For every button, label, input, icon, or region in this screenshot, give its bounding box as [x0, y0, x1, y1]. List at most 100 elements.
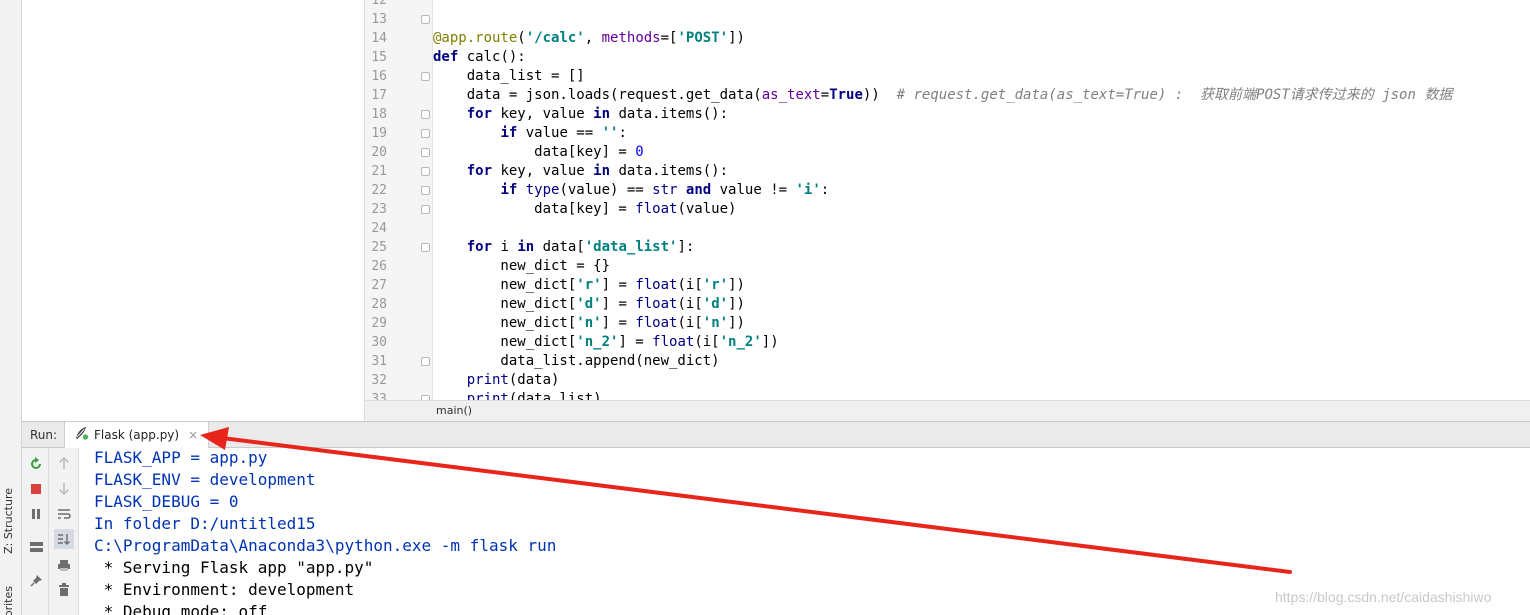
code-line[interactable]: for key, value in data.items():: [466, 163, 729, 179]
code-line[interactable]: new_dict['d'] = float(i['d']): [433, 296, 745, 312]
code-line[interactable]: data = json.loads(request.get_data(as_te…: [433, 87, 1453, 103]
fold-marker-icon[interactable]: [421, 243, 430, 252]
close-icon[interactable]: ×: [188, 428, 199, 442]
pause-button[interactable]: [26, 504, 46, 524]
console-line: * Debug mode: off: [94, 602, 268, 615]
line-number: 27: [371, 278, 387, 293]
line-number: 33: [371, 392, 387, 400]
line-number: 28: [371, 297, 387, 312]
fold-marker-icon[interactable]: [421, 110, 430, 119]
scroll-up-button[interactable]: [54, 453, 74, 473]
line-number: 22: [371, 183, 387, 198]
favorites-side-tab-label: orites: [2, 586, 15, 615]
scroll-to-end-button[interactable]: [54, 529, 74, 549]
line-number: 25: [371, 240, 387, 255]
console-line: FLASK_ENV = development: [94, 470, 316, 489]
line-number: 26: [371, 259, 387, 274]
structure-side-tab-label: Z: Structure: [2, 488, 15, 554]
breadcrumb[interactable]: main(): [365, 400, 1530, 421]
run-label: Run:: [30, 428, 58, 442]
fold-marker-icon[interactable]: [421, 148, 430, 157]
breadcrumb-function[interactable]: main(): [436, 404, 473, 417]
fold-marker-icon[interactable]: [421, 205, 430, 214]
scroll-down-button[interactable]: [54, 478, 74, 498]
run-panel-header: Run: Flask (app.py) ×: [22, 421, 1530, 448]
stop-icon: [31, 484, 41, 494]
stop-button[interactable]: [26, 479, 46, 499]
line-number: 15: [371, 50, 387, 65]
run-tab-flask[interactable]: Flask (app.py) ×: [64, 422, 210, 448]
line-number: 14: [371, 31, 387, 46]
code-line[interactable]: new_dict = {}: [433, 258, 611, 274]
pause-icon: [32, 509, 40, 519]
structure-side-tab[interactable]: Z: Structure: [2, 488, 20, 554]
line-number: 13: [371, 12, 387, 27]
console-line: * Serving Flask app "app.py": [94, 558, 374, 577]
line-number: 30: [371, 335, 387, 350]
line-number: 23: [371, 202, 387, 217]
code-line[interactable]: if value == '':: [500, 125, 627, 141]
run-toolbar-secondary: [49, 448, 79, 615]
code-line[interactable]: def calc():: [433, 49, 526, 65]
code-line[interactable]: data_list.append(new_dict): [433, 353, 720, 369]
line-number: 31: [371, 354, 387, 369]
code-line[interactable]: new_dict['n'] = float(i['n']): [433, 315, 745, 331]
line-number: 20: [371, 145, 387, 160]
arrow-down-icon: [58, 482, 70, 495]
layout-button[interactable]: [26, 537, 46, 557]
run-toolbar-primary: [22, 448, 49, 615]
soft-wrap-button[interactable]: [54, 504, 74, 524]
fold-marker-icon[interactable]: [421, 186, 430, 195]
code-line[interactable]: print(data_list): [466, 391, 602, 400]
pin-tab-button[interactable]: [26, 570, 46, 590]
console-line: * Environment: development: [94, 580, 355, 599]
code-area[interactable]: @app.route('/calc', methods=['POST']) def…: [433, 0, 1530, 400]
code-line[interactable]: if type(value) == str and value != 'i':: [500, 182, 830, 198]
code-line[interactable]: data[key] = float(value): [433, 201, 737, 217]
console-line: In folder D:/untitled15: [94, 514, 316, 533]
line-number: 29: [371, 316, 387, 331]
line-number: 19: [371, 126, 387, 141]
fold-marker-icon[interactable]: [421, 129, 430, 138]
rerun-button[interactable]: [26, 454, 46, 474]
line-number: 16: [371, 69, 387, 84]
fold-marker-icon[interactable]: [421, 395, 430, 400]
line-number: 17: [371, 88, 387, 103]
fold-marker-icon[interactable]: [421, 15, 430, 24]
rerun-icon: [31, 457, 41, 469]
favorites-side-tab[interactable]: orites: [2, 586, 20, 615]
project-panel: [22, 0, 365, 421]
code-line[interactable]: new_dict['r'] = float(i['r']): [433, 277, 745, 293]
pin-icon: [29, 574, 42, 587]
print-icon: [58, 559, 70, 571]
watermark: https://blog.csdn.net/caidashishiwo: [1275, 589, 1492, 605]
scroll-to-end-icon: [58, 533, 70, 545]
line-number: 21: [371, 164, 387, 179]
arrow-up-icon: [58, 456, 70, 469]
flask-run-icon: [73, 425, 89, 445]
left-tool-strip: Z: Structure orites: [0, 0, 22, 615]
run-tab-label: Flask (app.py): [94, 428, 180, 442]
clear-all-button[interactable]: [54, 580, 74, 600]
line-number: 18: [371, 107, 387, 122]
line-number: 32: [371, 373, 387, 388]
code-line[interactable]: data[key] = 0: [433, 144, 644, 160]
fold-marker-icon[interactable]: [421, 72, 430, 81]
fold-marker-icon[interactable]: [421, 357, 430, 366]
console-line: FLASK_APP = app.py: [94, 448, 268, 467]
line-number: 24: [371, 221, 387, 236]
print-button[interactable]: [54, 555, 74, 575]
line-number: 12: [371, 0, 387, 8]
code-line[interactable]: data_list = []: [433, 68, 585, 84]
line-number-gutter: 12 13 14 15 16 17 18 19 20 21 22 23 24 25 26 27 28 29 30 31…: [365, 0, 433, 400]
soft-wrap-icon: [58, 508, 71, 519]
layout-icon: [29, 542, 43, 552]
code-editor[interactable]: 12 13 14 15 16 17 18 19 20 21 22 23 24 25 26 27 28 29 30 31…: [365, 0, 1530, 421]
code-line[interactable]: new_dict['n_2'] = float(i['n_2']): [433, 334, 779, 350]
code-line[interactable]: print(data): [466, 372, 560, 388]
trash-icon: [59, 583, 69, 596]
fold-marker-icon[interactable]: [421, 167, 430, 176]
code-line[interactable]: @app.route('/calc', methods=['POST']): [433, 30, 745, 46]
code-line[interactable]: for key, value in data.items():: [466, 106, 729, 122]
code-line[interactable]: for i in data['data_list']:: [466, 239, 695, 255]
